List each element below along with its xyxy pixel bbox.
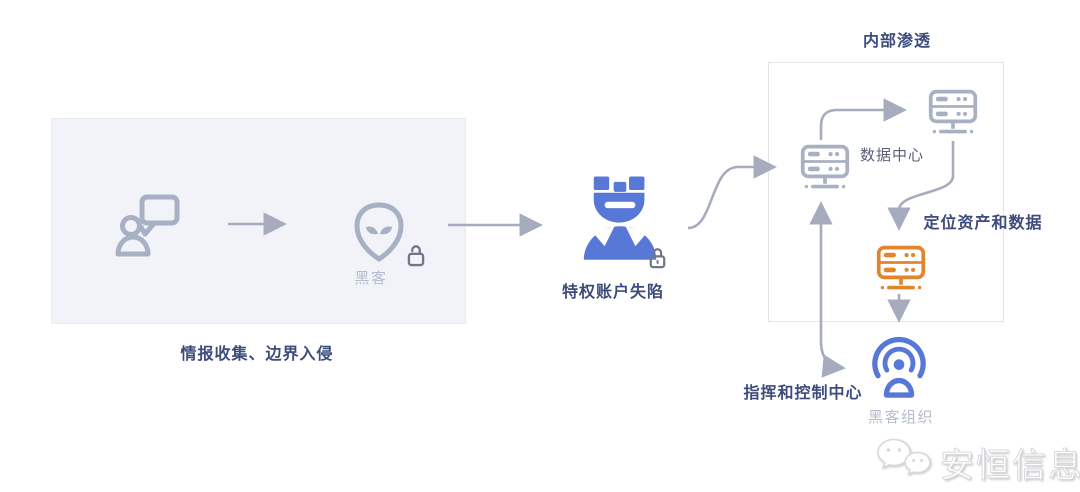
hacker-caption: 黑客 (354, 270, 388, 287)
target-server-icon (875, 244, 927, 294)
datacenter-server-icon (927, 88, 979, 138)
locate-assets-label: 定位资产和数据 (923, 215, 1043, 232)
crowned-user-icon (582, 176, 658, 262)
recon-stage-box (51, 118, 466, 324)
privileged-unlock-icon (648, 246, 667, 270)
recon-stage-label: 情报收集、边界入侵 (180, 346, 334, 363)
alien-icon (352, 202, 406, 264)
c2-label: 指挥和控制中心 (743, 385, 863, 402)
hacker-unlock-icon (406, 243, 426, 268)
person-chat-icon (115, 193, 181, 261)
arrow-privileged-to-internal (687, 155, 777, 230)
brand-watermark-text: 安恒信息 (940, 447, 1080, 486)
broadcast-person-icon (870, 336, 928, 398)
privileged-label: 特权账户失陷 (561, 284, 665, 301)
entry-server-icon (799, 143, 851, 193)
internal-title: 内部渗透 (862, 33, 932, 50)
datacenter-caption: 数据中心 (859, 147, 925, 164)
wechat-icon (874, 437, 934, 479)
org-caption: 黑客组织 (867, 409, 935, 426)
